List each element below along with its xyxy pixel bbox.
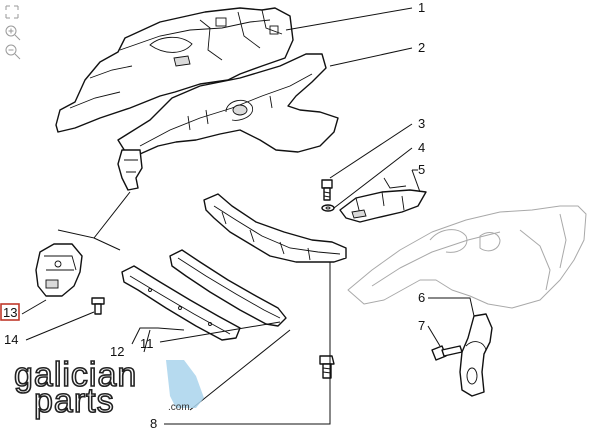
part-6-tow-bracket[interactable] <box>459 313 493 397</box>
watermark-line1: galician <box>14 356 137 394</box>
callout-13: 13 <box>3 305 17 320</box>
part-8-bolt[interactable] <box>319 355 335 379</box>
callout-14: 14 <box>4 332 18 347</box>
callout-12: 12 <box>110 344 124 359</box>
part-13-mount-bracket[interactable] <box>35 243 83 297</box>
viewer-tools[interactable] <box>5 5 21 60</box>
callout-13-highlight-box <box>0 303 20 321</box>
galicianparts-watermark: galician parts .com <box>13 355 204 421</box>
part-5-bracket[interactable] <box>339 177 427 223</box>
part-11-rail[interactable] <box>169 249 287 327</box>
part-4-washer[interactable] <box>321 204 335 212</box>
callout-8: 8 <box>150 416 157 431</box>
callout-2: 2 <box>418 40 425 55</box>
callout-6: 6 <box>418 290 425 305</box>
callout-4: 4 <box>418 140 425 155</box>
watermark-line2: parts <box>34 382 115 420</box>
callout-11: 11 <box>140 336 154 351</box>
part-14-bolt[interactable] <box>91 297 105 315</box>
callout-numbers: 1 2 3 4 5 6 7 8 11 12 14 13 <box>0 0 425 431</box>
zoom-in-icon[interactable] <box>5 25 21 41</box>
part-2-side-member[interactable] <box>117 53 339 191</box>
part-3-bolt[interactable] <box>321 179 333 201</box>
fullscreen-icon[interactable] <box>5 5 19 19</box>
part-1-wheelhouse-panel[interactable] <box>55 7 294 133</box>
callout-3: 3 <box>418 116 425 131</box>
zoom-out-icon[interactable] <box>5 44 21 60</box>
part-7-bolt[interactable] <box>431 345 463 361</box>
part-8-crossmember[interactable] <box>203 193 347 263</box>
watermark-suffix: .com <box>168 402 190 413</box>
watermark-accent-shape <box>166 360 204 408</box>
callout-7: 7 <box>418 318 425 333</box>
context-body-structure <box>347 205 587 309</box>
callout-5: 5 <box>418 162 425 177</box>
leader-lines <box>21 7 475 425</box>
part-12-reinforcement-strip[interactable] <box>121 265 241 341</box>
callout-1: 1 <box>418 0 425 15</box>
